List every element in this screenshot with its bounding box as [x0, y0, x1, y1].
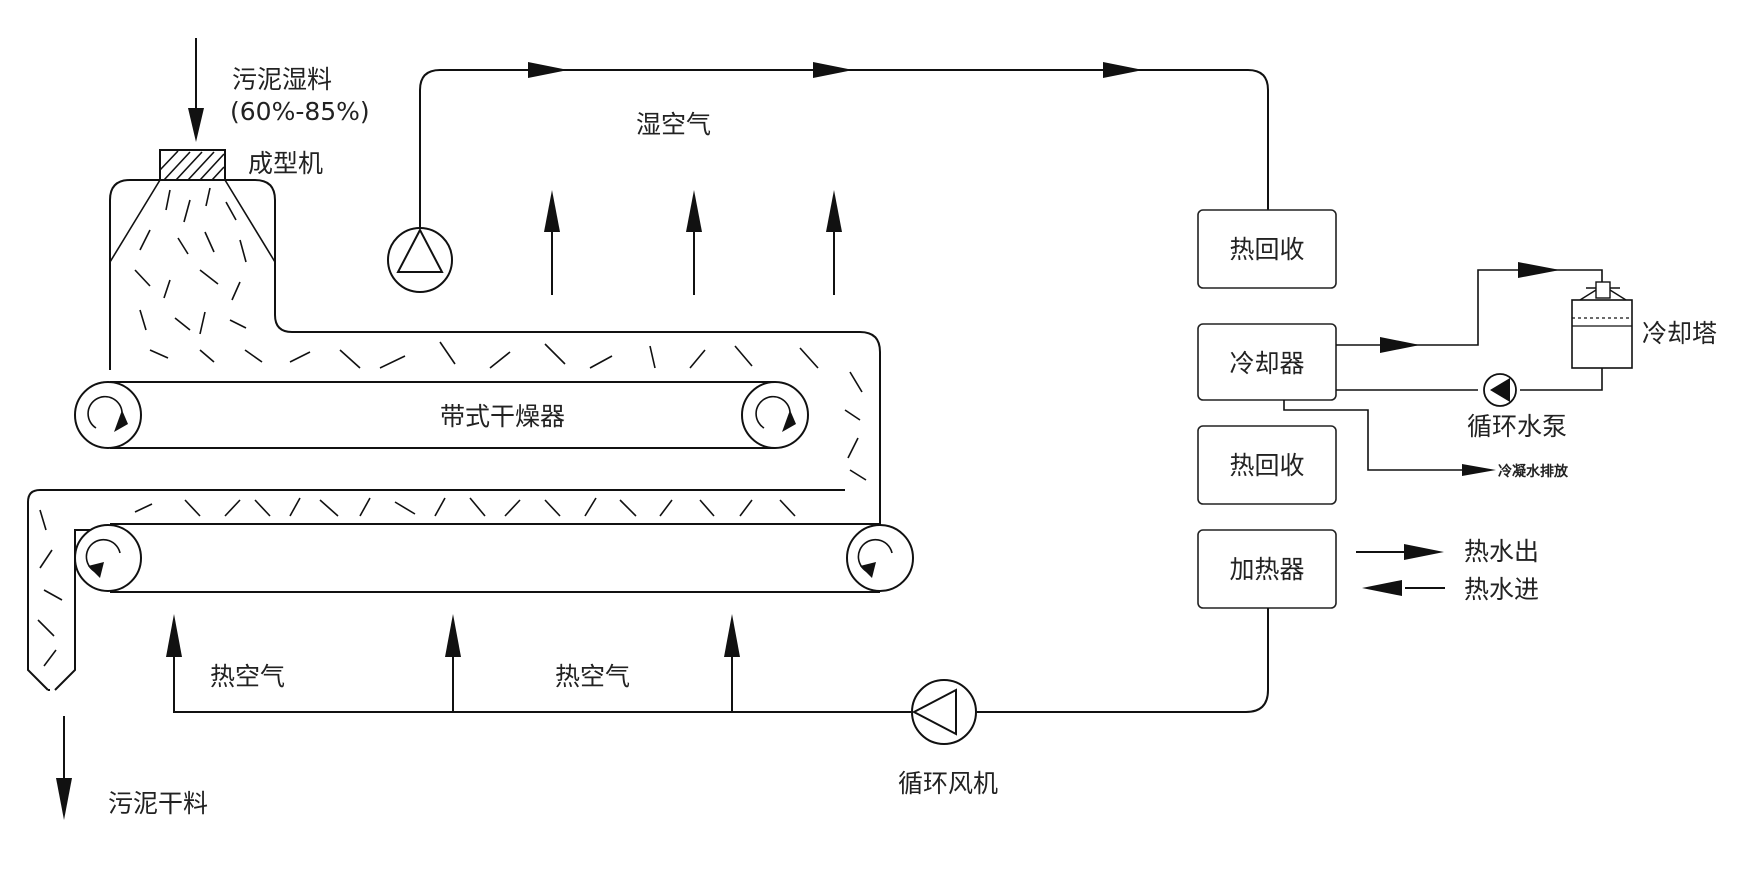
- upper-conveyor-belt: [74, 381, 809, 449]
- heater-label: 加热器: [1229, 555, 1304, 584]
- condensate-discharge-line: [1283, 400, 1496, 476]
- hot-water-out-label: 热水出: [1464, 537, 1539, 566]
- hot-water-in-arrow: [1362, 580, 1445, 596]
- condensate-discharge-label: 冷凝水排放: [1498, 463, 1569, 480]
- circulating-pump-label: 循环水泵: [1467, 412, 1567, 441]
- belt-dryer-label: 带式干燥器: [440, 402, 565, 431]
- circulating-fan-label: 循环风机: [898, 769, 998, 798]
- cooler-box: 冷却器: [1197, 323, 1337, 401]
- dry-sludge-outlet-arrow: [56, 716, 72, 820]
- heat-recovery-top-label: 热回收: [1229, 235, 1304, 264]
- circulating-fan-icon: [911, 679, 977, 745]
- forming-machine: [159, 149, 226, 181]
- heat-recovery-bottom-box: 热回收: [1197, 425, 1337, 505]
- exhaust-fan-icon: [387, 227, 453, 293]
- hot-air-left-label: 热空气: [210, 662, 285, 691]
- humid-air-duct: [419, 62, 1269, 228]
- wet-sludge-label: 污泥湿料: [232, 65, 332, 94]
- wet-sludge-inlet-arrow: [188, 38, 204, 142]
- dryer-housing: [27, 179, 881, 691]
- hot-water-in-label: 热水进: [1464, 575, 1539, 604]
- heat-recovery-bottom-label: 热回收: [1229, 451, 1304, 480]
- cooler-label: 冷却器: [1229, 349, 1304, 378]
- hot-water-out-arrow: [1356, 544, 1444, 560]
- heater-box: 加热器: [1197, 529, 1337, 609]
- circulating-pump-icon: [1483, 373, 1517, 407]
- dry-sludge-label: 污泥干料: [108, 789, 208, 818]
- lower-conveyor-belt: [74, 523, 914, 593]
- forming-machine-label: 成型机: [248, 149, 323, 178]
- moisture-range-label: (60%-85%): [230, 97, 370, 126]
- humid-air-label: 湿空气: [636, 110, 711, 139]
- hot-air-mid-label: 热空气: [555, 662, 630, 691]
- cooling-tower-icon: [1571, 281, 1633, 369]
- cooling-tower-label: 冷却塔: [1642, 319, 1717, 348]
- humid-air-rise-arrows: [544, 190, 842, 295]
- sludge-particles: [37, 187, 867, 667]
- heat-recovery-top-box: 热回收: [1197, 209, 1337, 289]
- hot-air-duct: [166, 608, 1269, 713]
- cooling-water-loop: [1336, 262, 1603, 391]
